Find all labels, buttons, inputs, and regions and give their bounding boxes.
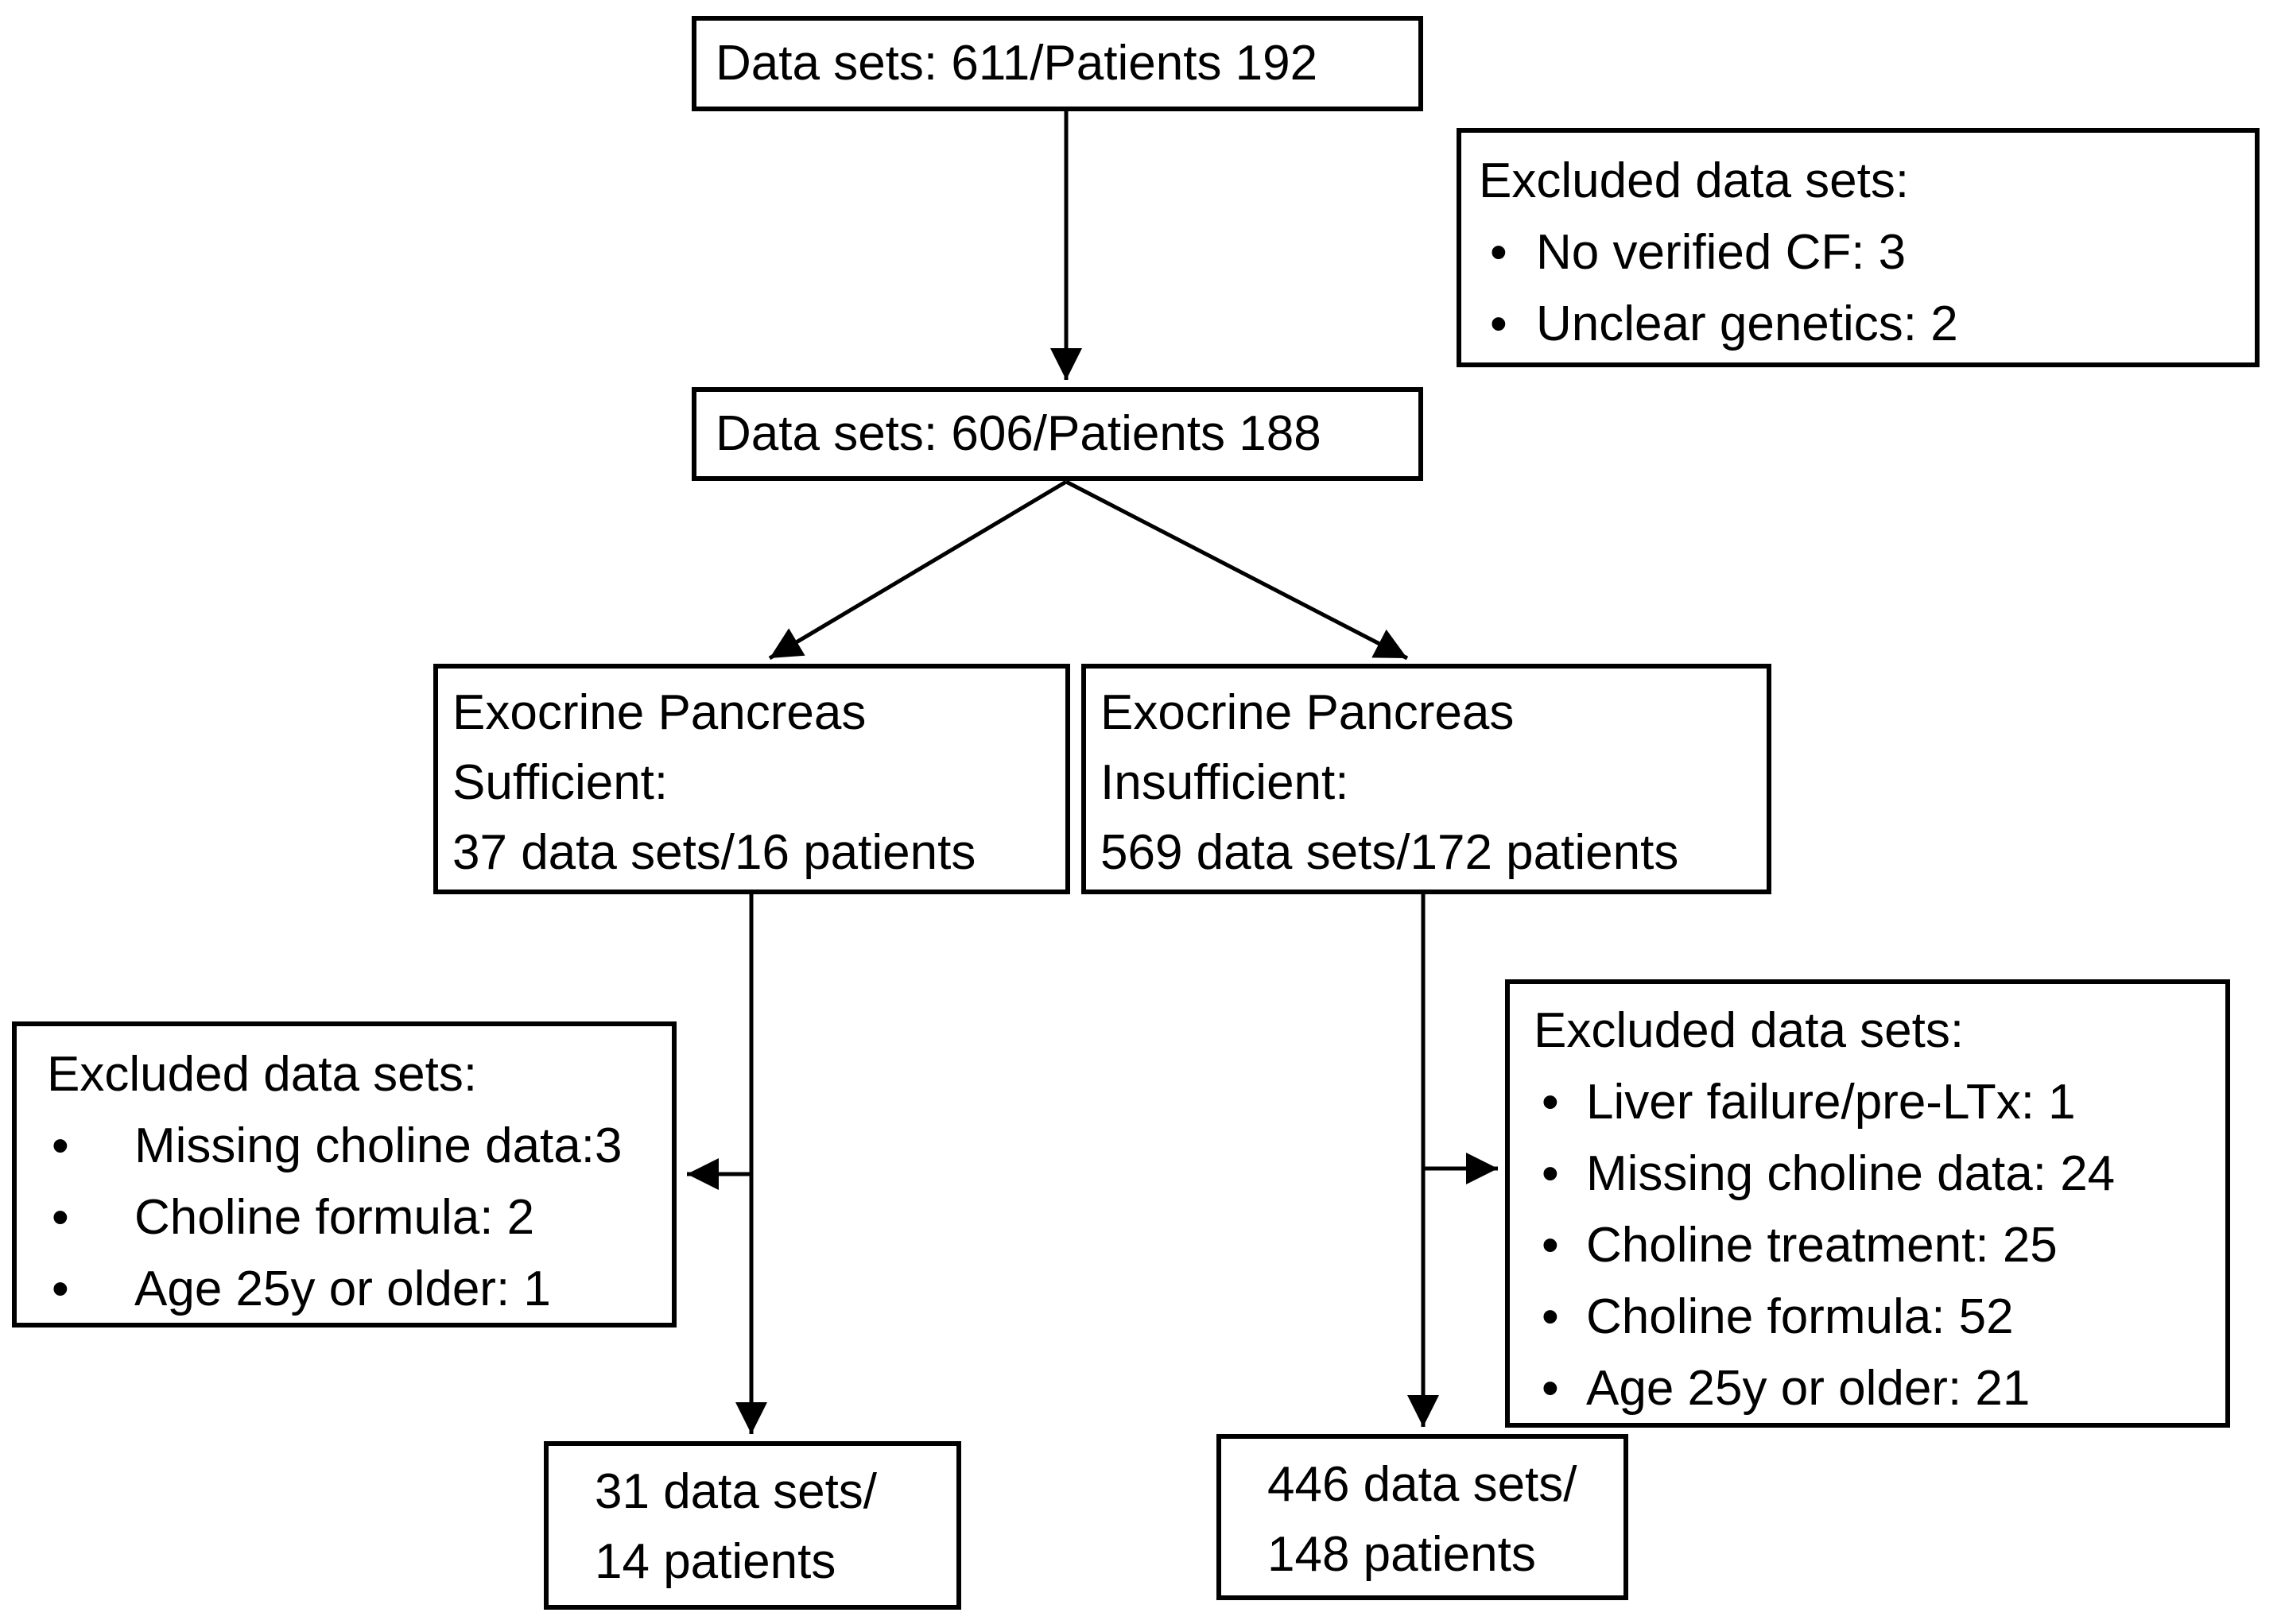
excluded-right-item: • Missing choline data: 24 [1510, 1138, 2225, 1210]
verified-datasets-box: Data sets: 606/Patients 188 [692, 387, 1423, 481]
excluded-top-item-text: No verified CF: 3 [1536, 225, 1907, 280]
bullet-icon: • [52, 1190, 69, 1245]
bullet-icon: • [1542, 1289, 1559, 1344]
excluded-right-item: • Choline formula: 52 [1510, 1281, 2225, 1353]
excluded-top-title: Excluded data sets: [1479, 153, 1910, 208]
excluded-left-box: Excluded data sets: • Missing choline da… [12, 1021, 677, 1327]
excluded-left-item: • Choline formula: 2 [17, 1182, 672, 1254]
bullet-icon: • [1490, 225, 1507, 280]
excluded-right-item-text: Age 25y or older: 21 [1586, 1361, 2031, 1416]
excluded-right-item-text: Liver failure/pre-LTx: 1 [1586, 1075, 2076, 1130]
excluded-right-item: • Choline treatment: 25 [1510, 1210, 2225, 1281]
excluded-top-item-text: Unclear genetics: 2 [1536, 297, 1958, 351]
bullet-icon: • [1542, 1218, 1559, 1273]
bullet-icon: • [52, 1262, 69, 1316]
pancreas-sufficient-line: Sufficient: [452, 755, 669, 810]
final-right-line: 446 data sets/ [1267, 1457, 1577, 1512]
bullet-icon: • [1490, 297, 1507, 351]
excluded-right-item-text: Choline formula: 52 [1586, 1289, 2014, 1344]
final-left-line: 14 patients [595, 1534, 836, 1589]
bullet-icon: • [1542, 1361, 1559, 1416]
final-left-box: 31 data sets/ 14 patients [544, 1441, 961, 1610]
excluded-top-box: Excluded data sets: • No verified CF: 3 … [1457, 128, 2260, 367]
excluded-right-item: • Age 25y or older: 21 [1510, 1353, 2225, 1424]
bullet-icon: • [1542, 1075, 1559, 1130]
pancreas-insufficient-line: Insufficient: [1100, 755, 1349, 810]
verified-datasets-text: Data sets: 606/Patients 188 [716, 406, 1321, 461]
excluded-left-item-text: Age 25y or older: 1 [134, 1262, 551, 1316]
excluded-top-item: • No verified CF: 3 [1461, 217, 2255, 289]
excluded-right-box: Excluded data sets: • Liver failure/pre-… [1505, 979, 2230, 1428]
total-datasets-box: Data sets: 611/Patients 192 [692, 16, 1423, 111]
arrow-verified-to-insufficient [1065, 479, 1409, 661]
pancreas-sufficient-box: Exocrine Pancreas Sufficient: 37 data se… [433, 664, 1070, 894]
final-right-line: 148 patients [1267, 1527, 1536, 1582]
pancreas-insufficient-line: 569 data sets/172 patients [1100, 825, 1679, 880]
total-datasets-text: Data sets: 611/Patients 192 [716, 36, 1318, 91]
bullet-icon: • [52, 1118, 69, 1173]
excluded-right-title: Excluded data sets: [1534, 1003, 1965, 1058]
excluded-right-item-text: Choline treatment: 25 [1586, 1218, 2058, 1273]
bullet-icon: • [1542, 1146, 1559, 1201]
excluded-right-item-text: Missing choline data: 24 [1586, 1146, 2116, 1201]
pancreas-sufficient-line: Exocrine Pancreas [452, 685, 867, 740]
pancreas-insufficient-box: Exocrine Pancreas Insufficient: 569 data… [1081, 664, 1771, 894]
excluded-top-item: • Unclear genetics: 2 [1461, 289, 2255, 360]
final-left-line: 31 data sets/ [595, 1464, 878, 1519]
final-right-box: 446 data sets/ 148 patients [1216, 1434, 1628, 1600]
excluded-left-title: Excluded data sets: [47, 1047, 478, 1102]
excluded-right-item: • Liver failure/pre-LTx: 1 [1510, 1067, 2225, 1138]
excluded-left-item-text: Choline formula: 2 [134, 1190, 535, 1245]
pancreas-sufficient-line: 37 data sets/16 patients [452, 825, 976, 880]
pancreas-insufficient-line: Exocrine Pancreas [1100, 685, 1515, 740]
excluded-left-item: • Missing choline data:3 [17, 1110, 672, 1182]
excluded-left-item: • Age 25y or older: 1 [17, 1254, 672, 1325]
excluded-left-item-text: Missing choline data:3 [134, 1118, 623, 1173]
arrow-verified-to-sufficient [768, 479, 1068, 661]
